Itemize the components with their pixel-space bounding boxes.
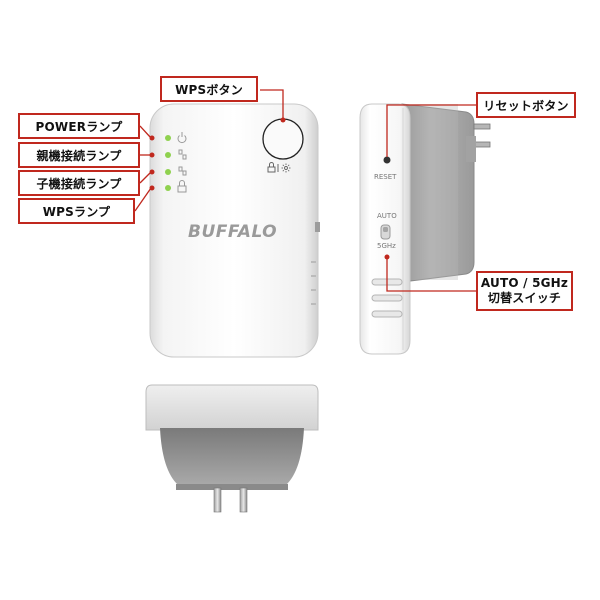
reset-label: RESET xyxy=(374,173,397,181)
lock-icon xyxy=(177,180,187,193)
auto-label: AUTO xyxy=(377,212,397,220)
parent-connect-led xyxy=(165,152,171,158)
plug-prong xyxy=(473,141,491,148)
callout-switch-line1: AUTO / 5GHz xyxy=(480,276,569,290)
brand-logo: BUFFALO xyxy=(188,222,278,242)
power-icon xyxy=(177,132,187,144)
callout-wps-button: WPSボタン xyxy=(160,76,258,102)
child-connect-led xyxy=(165,169,171,175)
callout-power-lamp: POWERランプ xyxy=(18,113,140,139)
callout-switch-line2: 切替スイッチ xyxy=(487,291,562,305)
wps-sun-icon xyxy=(281,163,291,173)
callout-parent-connect-lamp: 親機接続ランプ xyxy=(18,142,140,168)
callout-auto-5ghz-switch: AUTO / 5GHz 切替スイッチ xyxy=(476,271,573,311)
callout-wps-lamp: WPSランプ xyxy=(18,198,135,224)
front-view xyxy=(149,103,320,358)
callout-child-connect-lamp: 子機接続ランプ xyxy=(18,170,140,196)
plug-prong xyxy=(473,123,491,130)
wps-led xyxy=(165,185,171,191)
plug-prong xyxy=(239,487,248,513)
reset-button-hole xyxy=(383,156,391,164)
side-view xyxy=(359,103,491,355)
bottom-view xyxy=(145,384,319,513)
plug-prong xyxy=(213,487,222,513)
power-led xyxy=(165,135,171,141)
child-connect-icon xyxy=(178,166,187,176)
leader-lines xyxy=(134,89,476,292)
parent-connect-icon xyxy=(178,149,187,160)
5ghz-label: 5GHz xyxy=(377,242,396,250)
callout-reset-button: リセットボタン xyxy=(476,92,576,118)
lock-icon xyxy=(267,162,276,173)
wps-button-circle xyxy=(262,118,304,160)
